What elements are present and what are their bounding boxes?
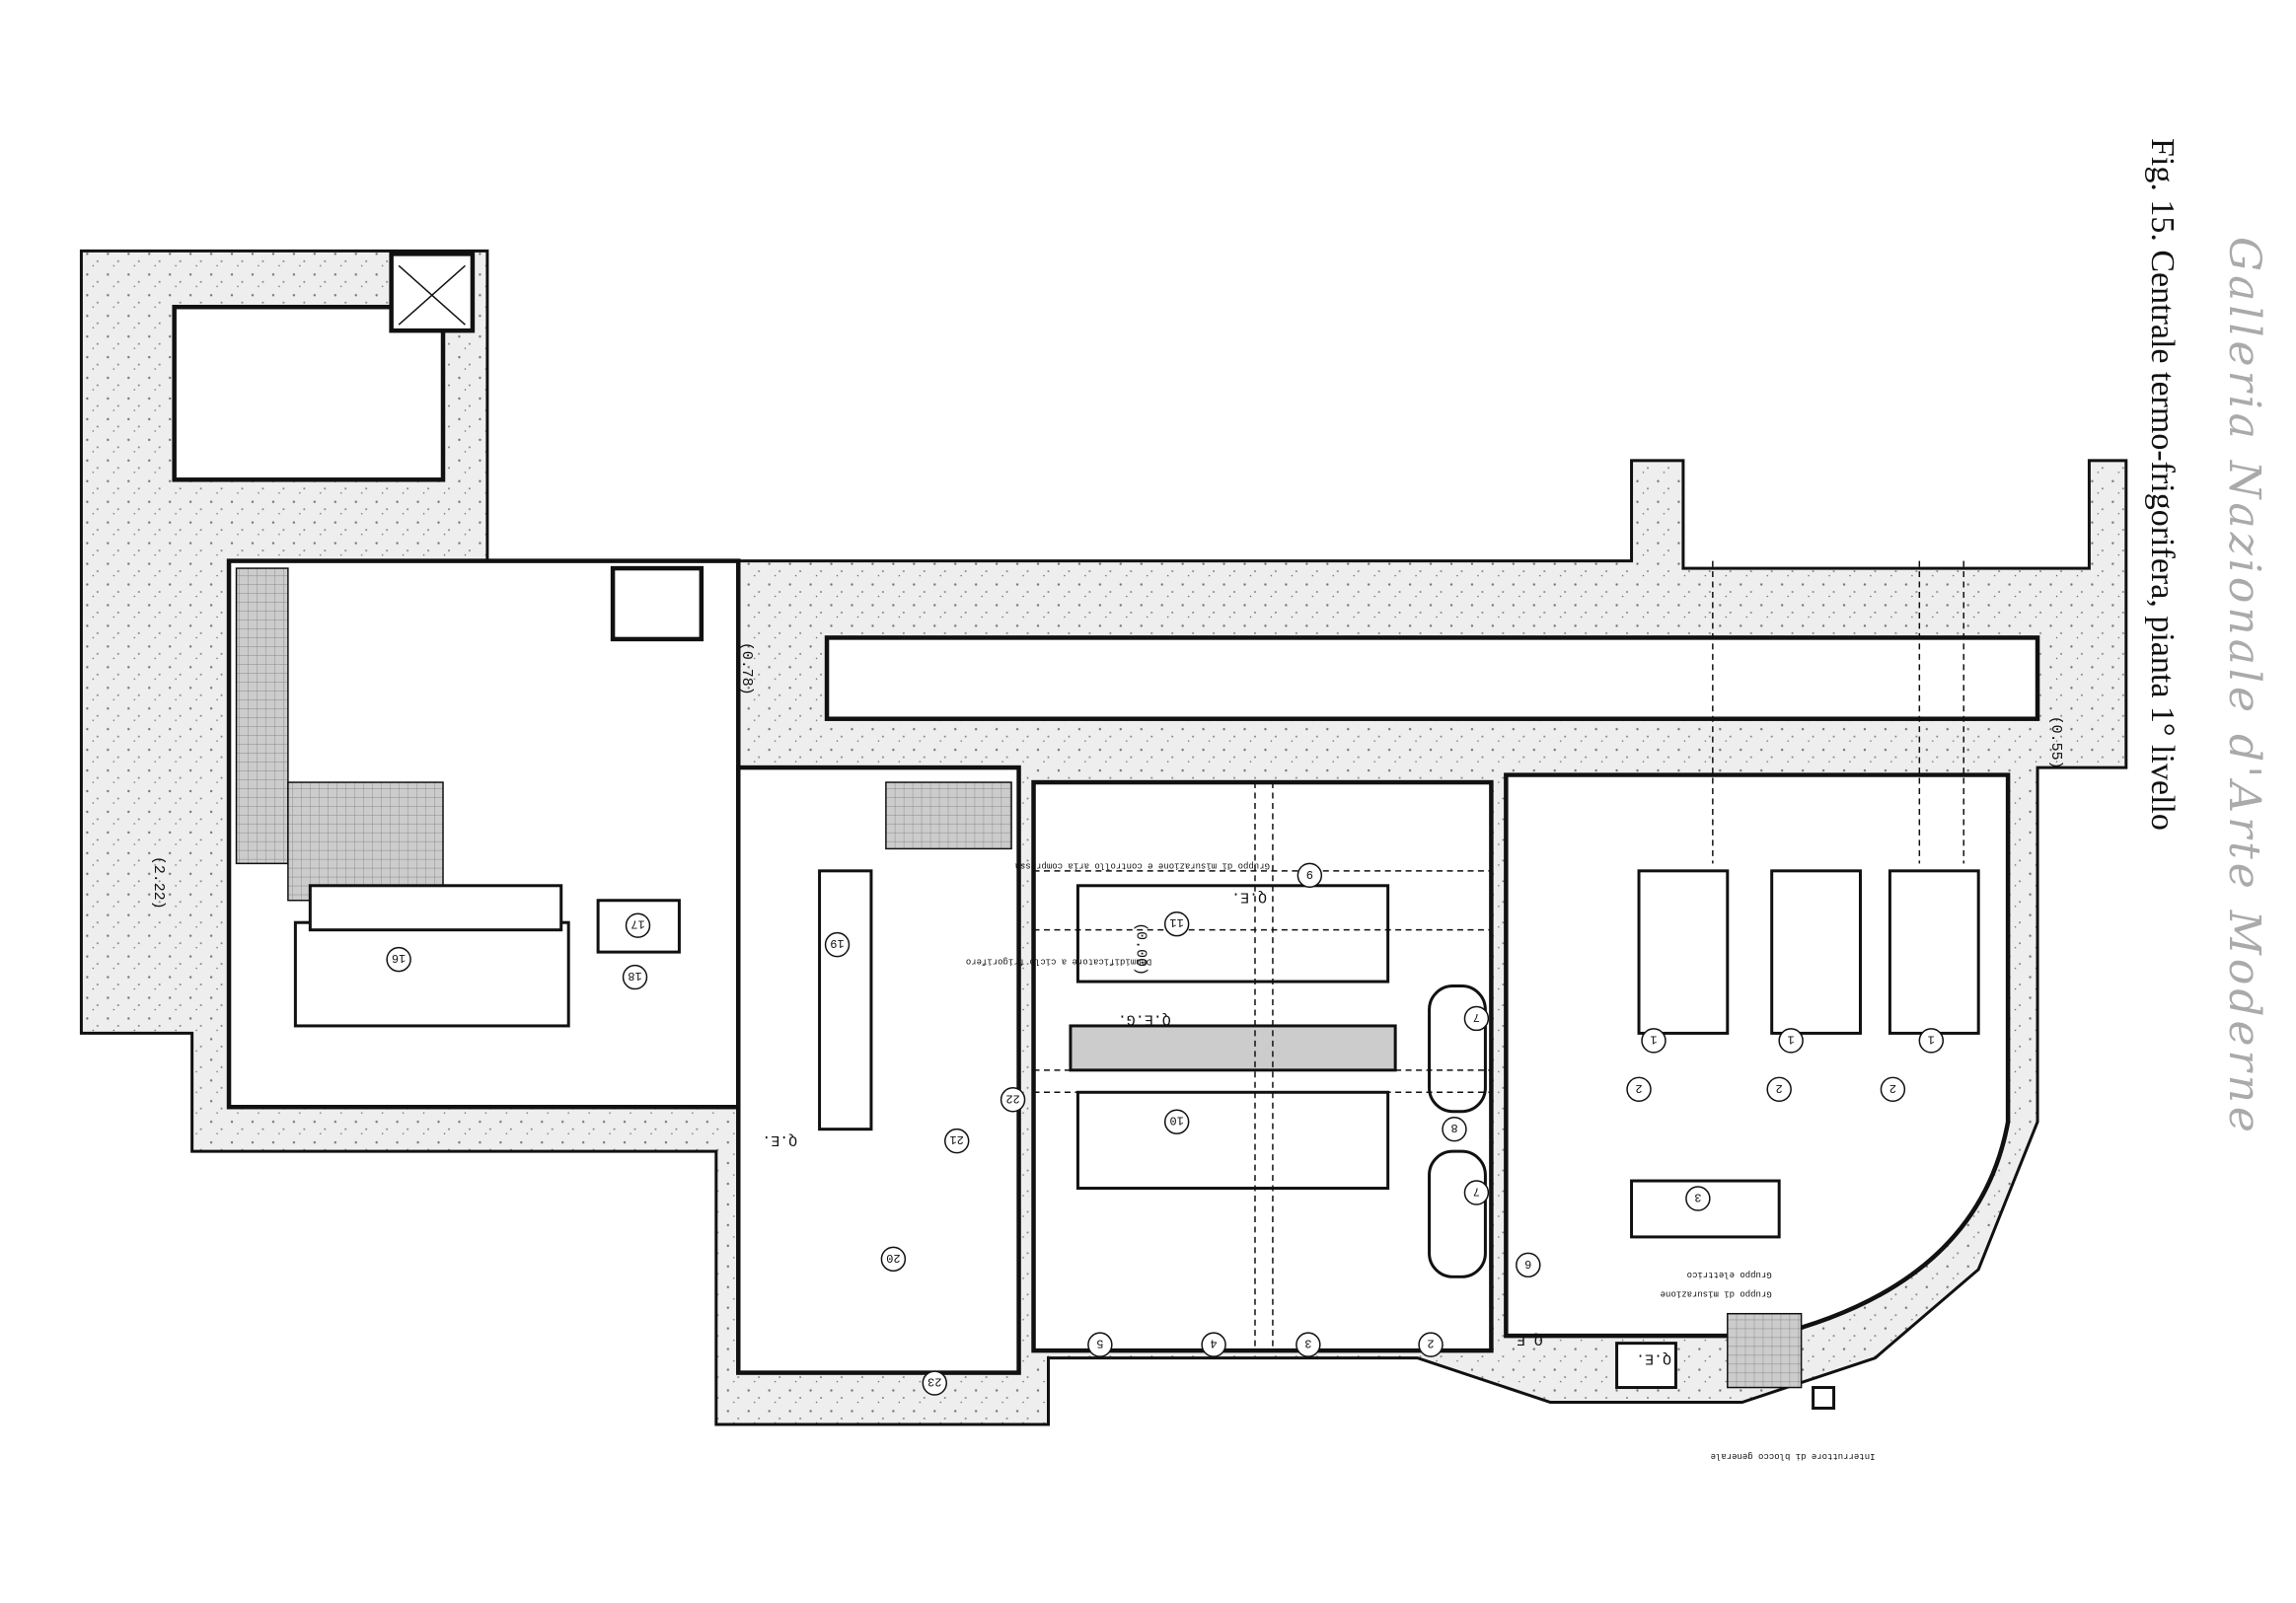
marker-number: 2 <box>1427 1337 1434 1350</box>
figure-title: Fig. 15. Centrale termo-frigorifera, pia… <box>2144 138 2181 831</box>
chiller-2 <box>1770 869 1862 1035</box>
marker-circle <box>1442 1116 1467 1142</box>
marker-circle <box>1296 862 1323 889</box>
marker-number: 11 <box>1169 915 1183 929</box>
label-qeg: Q.E.G. <box>1118 1010 1171 1026</box>
labels: Q.E.G. Q.E. Q.E. Q.E. Q.E. (0.00) (0.55)… <box>150 642 2063 1461</box>
marker-circle <box>944 1128 970 1154</box>
exchanger <box>818 869 873 1131</box>
marker-number: 20 <box>886 1251 900 1265</box>
main-switch <box>1812 1386 1836 1410</box>
grating-floor <box>287 781 444 902</box>
marker-number: 2 <box>1889 1081 1896 1095</box>
marker-number: 1 <box>1788 1032 1795 1046</box>
marker-number: 5 <box>1096 1337 1103 1350</box>
label-qe: Q.E. <box>762 1131 797 1147</box>
marker-number: 19 <box>830 936 844 950</box>
marker-circle <box>1766 1076 1792 1103</box>
note: Gruppo elettrico <box>1687 1270 1772 1279</box>
qe-box <box>1615 1342 1677 1390</box>
marker-circle <box>1778 1028 1804 1054</box>
marker-number: 4 <box>1210 1337 1217 1350</box>
panel-11 <box>1075 884 1390 984</box>
marker-number: 16 <box>392 951 406 965</box>
shaft <box>610 565 704 642</box>
marker-number: 9 <box>1306 867 1313 881</box>
marker-number: 3 <box>1304 1337 1311 1350</box>
marker-number: 3 <box>1694 1191 1701 1204</box>
marker-circle <box>1418 1332 1444 1357</box>
marker-circle <box>625 912 651 938</box>
marker-circle <box>1918 1028 1945 1054</box>
label-qe: Q.E. <box>1636 1350 1671 1366</box>
marker-number: 7 <box>1473 1185 1480 1199</box>
note: Interruttore di blocco generale <box>1711 1451 1876 1461</box>
marker-number: 6 <box>1524 1257 1531 1271</box>
level-label: (0.78) <box>738 642 754 695</box>
label-qe: Q.E. <box>1231 888 1267 904</box>
corridor <box>824 635 2040 721</box>
marker-number: 7 <box>1473 1010 1480 1024</box>
level-label: (2.22) <box>150 856 166 910</box>
marker-number: 21 <box>950 1132 964 1146</box>
marker-number: 22 <box>1005 1091 1019 1105</box>
marker-circle <box>1201 1332 1226 1357</box>
marker-number: 23 <box>927 1375 941 1389</box>
qeg-panel <box>1069 1024 1397 1072</box>
label-qe: Q.E. <box>1508 1331 1543 1347</box>
level-label: (0.00) <box>1132 922 1148 976</box>
handwritten-note: Galleria Nazionale d'Arte Moderne <box>2219 237 2269 1136</box>
marker-circle <box>922 1370 948 1396</box>
stair-middle <box>885 781 1012 850</box>
room-chillers <box>1504 772 2011 1339</box>
lift-cross <box>398 264 466 326</box>
marker-number: 1 <box>1650 1032 1657 1046</box>
note: Gruppo di misurazione <box>1661 1288 1772 1298</box>
marker-number: 17 <box>630 917 644 931</box>
panel-10 <box>1075 1090 1390 1191</box>
marker-circle <box>1296 1332 1321 1357</box>
level-label: (0.55) <box>2047 716 2063 769</box>
marker-circle <box>1685 1186 1711 1211</box>
note: Gruppo di misurazione e controllo aria c… <box>1014 860 1270 870</box>
marker-circle <box>1463 1005 1490 1032</box>
marker-circle <box>1163 1109 1190 1134</box>
marker-number: 8 <box>1450 1121 1457 1134</box>
marker-number: 2 <box>1776 1081 1783 1095</box>
room-top-left <box>172 304 446 482</box>
boiler <box>293 920 570 1028</box>
marker-circle <box>386 946 411 973</box>
tank-7b <box>1428 1149 1487 1278</box>
marker-circle <box>622 964 648 990</box>
chiller-1 <box>1637 869 1730 1035</box>
lift-shaft <box>389 252 476 333</box>
marker-number: 18 <box>628 969 641 983</box>
marker-circle <box>1880 1076 1906 1103</box>
marker-circle <box>1516 1252 1541 1278</box>
marker-circle <box>1626 1076 1652 1103</box>
marker-number: 10 <box>1169 1114 1183 1128</box>
stair-left <box>235 567 289 865</box>
marker-circle <box>1641 1028 1666 1054</box>
marker-circle <box>1087 1332 1113 1357</box>
equipment <box>293 869 1980 1410</box>
marker-circle <box>824 931 851 958</box>
marker-number: 1 <box>1928 1032 1935 1046</box>
marker-circle <box>1163 911 1190 937</box>
stair-bottom <box>1727 1312 1803 1389</box>
note: Deumidificatore a ciclo frigorifero <box>966 957 1151 967</box>
marker-circle <box>1463 1180 1490 1205</box>
chiller-3 <box>1888 869 1980 1035</box>
marker-circle <box>880 1246 907 1273</box>
room-pumps <box>736 765 1021 1375</box>
marker-circle <box>1000 1087 1026 1113</box>
axis-lines <box>1033 560 1964 1351</box>
marker-number: 2 <box>1635 1081 1642 1095</box>
